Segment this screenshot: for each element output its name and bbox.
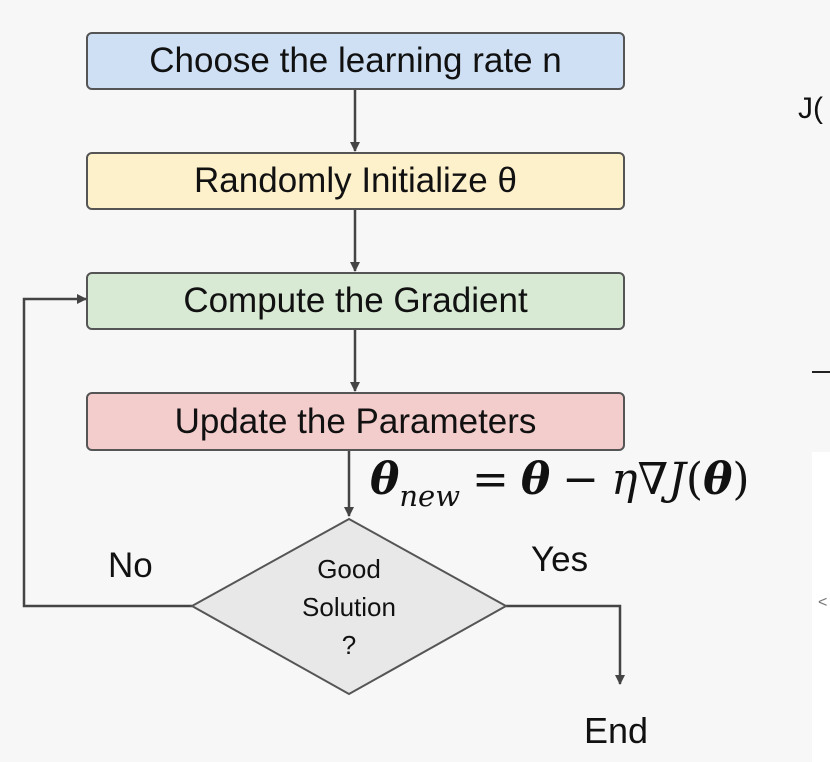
decision-diamond (189, 517, 509, 696)
arrow-no-loop (22, 294, 192, 608)
formula-rparen: ) (732, 454, 750, 505)
decision-label-solution: Solution (302, 592, 396, 622)
formula-minus: − (562, 454, 600, 505)
formula-equals: = (472, 454, 509, 505)
decision-label-good: Good (317, 554, 381, 584)
yes-label: Yes (531, 540, 589, 579)
decision-label-question: ? (341, 630, 357, 660)
arrow-yes-to-end (506, 604, 625, 685)
formula-subscript-new: new (399, 479, 461, 513)
no-label: No (108, 546, 153, 585)
step-compute-gradient: Compute the Gradient (86, 272, 625, 330)
end-label: End (584, 710, 649, 751)
formula-theta-new: θ (370, 454, 400, 505)
step-choose-learning-rate: Choose the learning rate n (86, 32, 625, 90)
formula-theta-arg: θ (703, 454, 733, 505)
right-edge-fragment-low: < (818, 594, 828, 611)
formula-j: J (668, 454, 686, 505)
right-edge-fragment-top: J( (798, 92, 823, 125)
formula-eta: η (611, 454, 638, 505)
formula-lparen: ( (685, 454, 704, 505)
step-update-parameters: Update the Parameters (86, 392, 625, 451)
step-randomly-initialize: Randomly Initialize θ (86, 152, 625, 210)
right-edge-panel (812, 452, 830, 762)
update-rule-formula: θ new = θ − η ∇ J ( θ ) (370, 454, 750, 520)
formula-theta: θ (520, 454, 551, 505)
formula-nabla: ∇ (637, 454, 669, 505)
